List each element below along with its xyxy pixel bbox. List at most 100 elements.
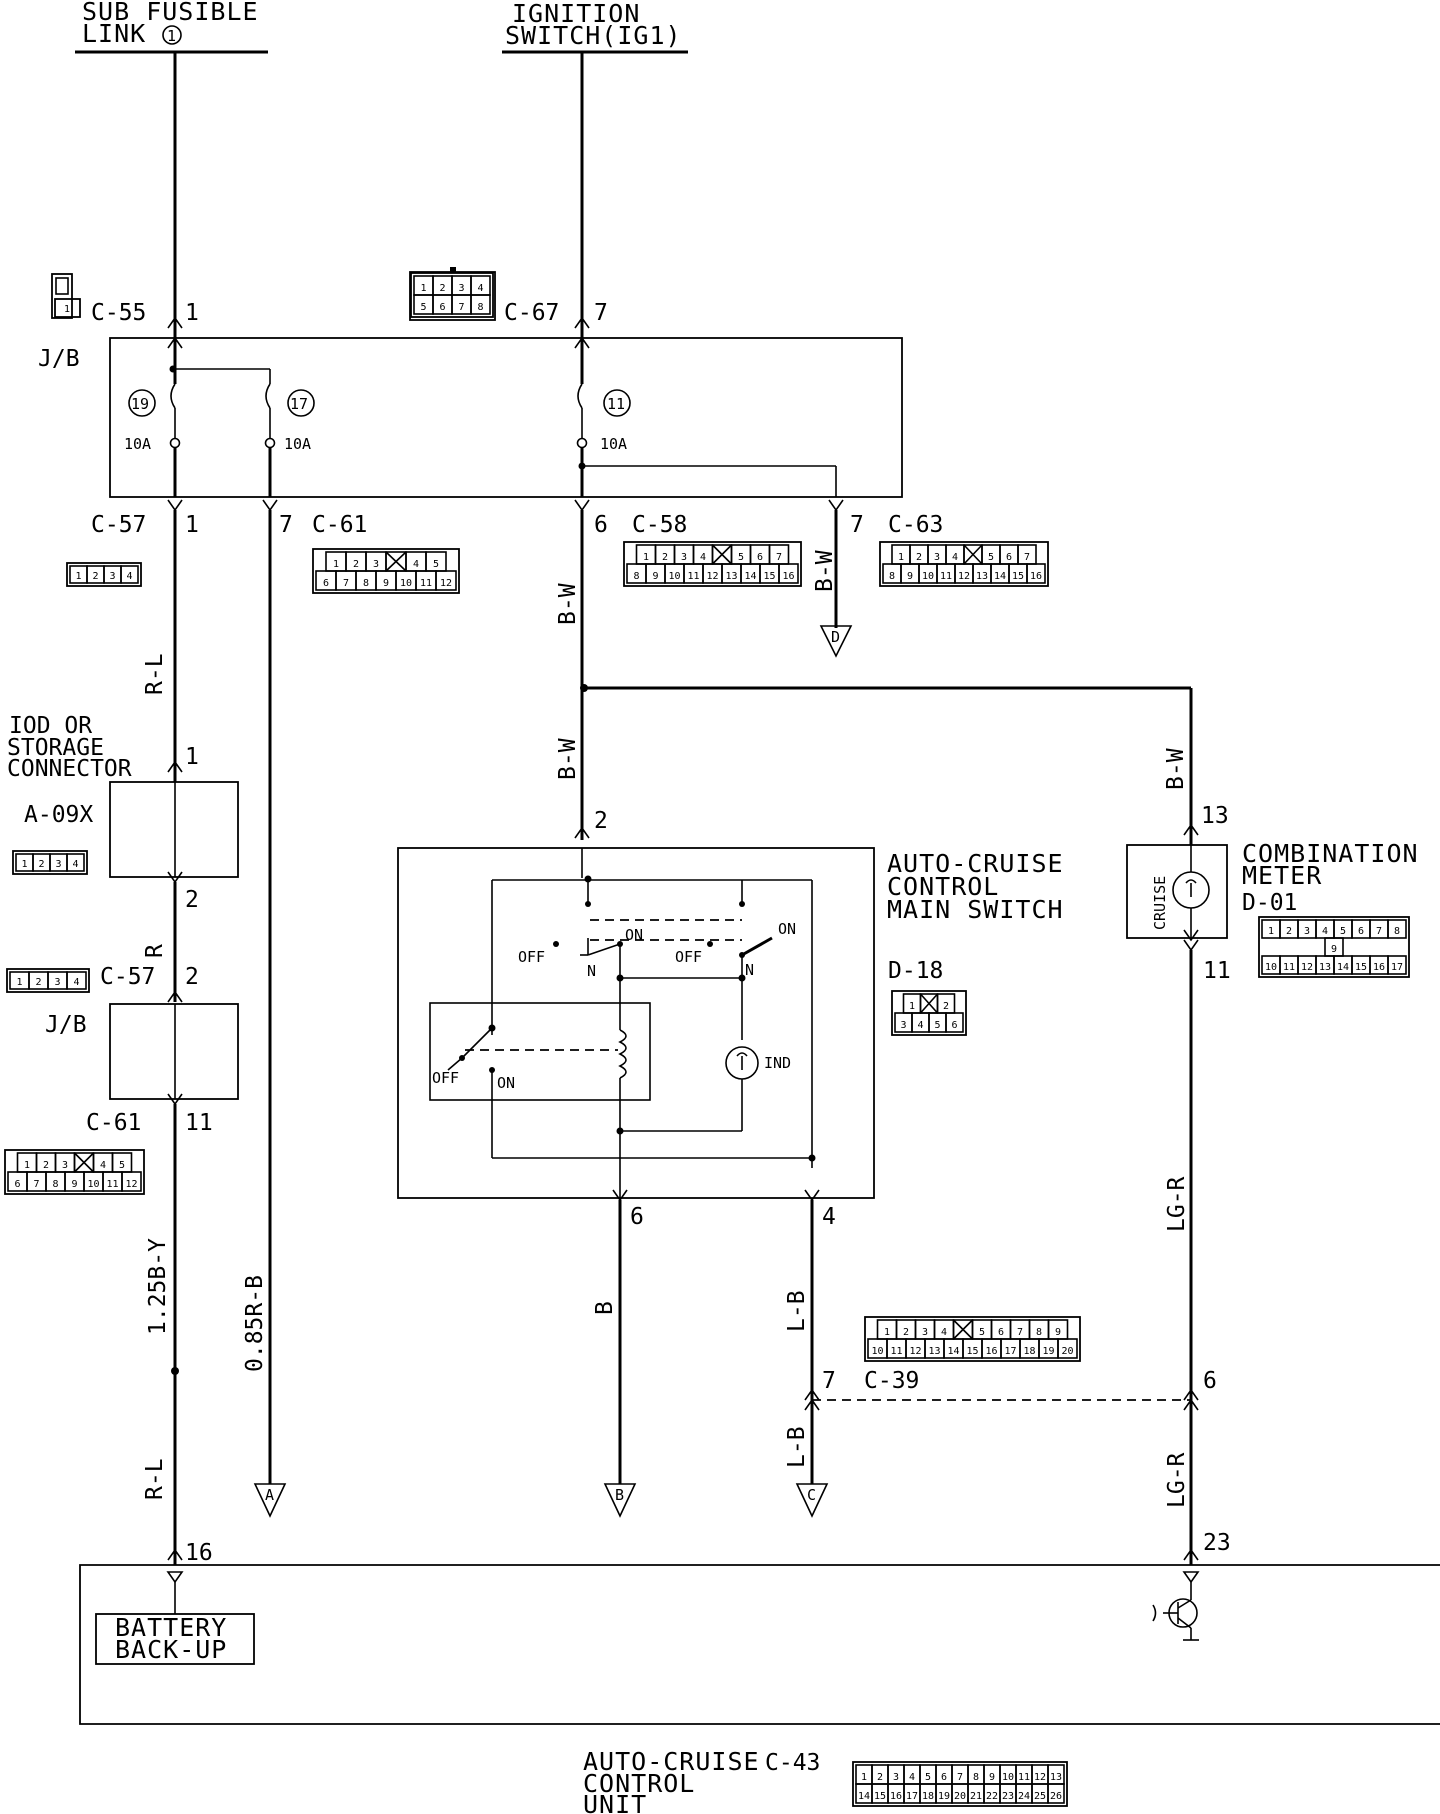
wire-label-l-b-2: L-B (784, 1426, 810, 1468)
pinout-pin-number: 14 (1337, 962, 1349, 973)
pinout-pin-number: 7 (1376, 926, 1382, 937)
iod-storage-connector (109, 781, 239, 878)
pin-2-b: 2 (185, 964, 199, 990)
svg-text:7: 7 (594, 300, 608, 326)
svg-text:BACK-UP: BACK-UP (115, 1635, 227, 1664)
pinout-pin-number: 1 (21, 859, 27, 870)
pinout-pin-number: 22 (986, 1791, 998, 1802)
connector-a09x-label: A-09X (24, 802, 93, 828)
pinout-pin-number: 8 (973, 1772, 979, 1783)
pinout-pin-number: 11 (1283, 962, 1295, 973)
jb-top-arrows (167, 316, 590, 349)
pinout-pin-number: 4 (917, 1020, 923, 1031)
svg-text:CONTROL: CONTROL (583, 1769, 695, 1798)
pinout-cell (1026, 563, 1046, 584)
pin-7-d: 7 (822, 1368, 836, 1394)
cruise-label: CRUISE (1151, 876, 1169, 930)
pinout-cell (66, 971, 87, 990)
wire-label-b-w-1: B-W (555, 583, 581, 625)
wire-label-b-w-3: B-W (1163, 748, 1189, 790)
pinout-pin-number: 2 (903, 1327, 909, 1338)
svg-text:C: C (807, 1486, 816, 1504)
pinout-cell (778, 563, 799, 584)
pinout-cell (1387, 919, 1407, 939)
svg-text:ON: ON (625, 926, 643, 944)
pinout-pin-number: 20 (1061, 1346, 1073, 1357)
fuse-11: 11 10A (600, 389, 631, 453)
pinout-pin-number: 1 (884, 1327, 890, 1338)
pinout-pin-number: 6 (14, 1179, 20, 1190)
pinout-pin-number: 10 (1265, 962, 1277, 973)
connector-c61-label: C-61 (312, 512, 367, 538)
pinout-pin-number: 10 (871, 1346, 883, 1357)
pin-1-c: 1 (185, 744, 199, 770)
pinout-frame (891, 990, 967, 1036)
pin-2-c: 2 (594, 808, 608, 834)
pinout-frame (852, 1761, 1068, 1807)
pinout-pin-number: 11 (940, 571, 952, 582)
pinout-frame (6, 968, 90, 993)
pinout-pin-number: 5 (1340, 926, 1346, 937)
svg-text:LINK: LINK (82, 19, 146, 48)
pinout-pin-number: 15 (1355, 962, 1367, 973)
pinout-pin-number: 2 (92, 571, 98, 582)
wire-label-b: B (592, 1301, 618, 1315)
pinout-pin-number: 7 (343, 578, 349, 589)
pinout-pin-number: 6 (1006, 552, 1012, 563)
pinout-blank-cell (963, 544, 983, 565)
pinout-pin-number: 7 (1024, 552, 1030, 563)
pinout-pin-number: 8 (52, 1179, 58, 1190)
svg-text:OFF: OFF (518, 948, 545, 966)
pinout-pin-number: 4 (126, 571, 132, 582)
pinout-pin-number: 16 (1373, 962, 1385, 973)
pinout-pin-number: 2 (439, 283, 445, 294)
svg-text:1: 1 (167, 27, 176, 45)
pinout-pin-number: 7 (33, 1179, 39, 1190)
pinout-pin-number: 8 (477, 302, 483, 313)
pinout-cell (120, 565, 139, 584)
connector-c63-label: C-63 (888, 512, 943, 538)
sub-fusible-link-label: SUB FUSIBLE LINK 1 (75, 0, 268, 54)
wire-label-1-25b-y: 1.25B-Y (145, 1238, 171, 1335)
acc-switch-label: AUTO-CRUISE CONTROL MAIN SWITCH (887, 849, 1063, 924)
pinout-pin-number: 17 (1004, 1346, 1016, 1357)
svg-text:IOD OR: IOD OR (9, 713, 92, 739)
pinout-pin-number: 1 (75, 571, 81, 582)
pinout-pin-number: 9 (1055, 1327, 1061, 1338)
wire-label-0-85r-b: 0.85R-B (242, 1275, 268, 1372)
pinout-pin-number: 1 (643, 552, 649, 563)
ref-b: B (603, 1483, 637, 1518)
pinout-blank-cell (711, 544, 733, 565)
connector-d18-label: D-18 (888, 958, 943, 984)
pinout-pin-number: 21 (970, 1791, 982, 1802)
transistor-icon (1152, 1582, 1199, 1641)
pinout-pin-number: 6 (757, 552, 763, 563)
pinout-pin-number: 5 (420, 302, 426, 313)
pinout-pin-number: 2 (662, 552, 668, 563)
pinout-cell (1047, 1783, 1065, 1804)
svg-text:17: 17 (290, 395, 308, 413)
pinout-frame (864, 1316, 1081, 1362)
pinout-frame (12, 850, 88, 875)
pinout-pin-number: 2 (1286, 926, 1292, 937)
pinout-pin-number: 13 (725, 571, 737, 582)
pinout-pin-number: 3 (109, 571, 115, 582)
pinout-pin-number: 5 (738, 552, 744, 563)
pinout-pin-number: 2 (38, 859, 44, 870)
pinout-pin-number: 4 (477, 283, 483, 294)
wire-label-r-l-1: R-L (142, 653, 168, 695)
svg-text:N: N (587, 962, 596, 980)
pin-16: 16 (185, 1540, 213, 1566)
pinout-pin-number: 19 (938, 1791, 950, 1802)
pinout-pin-number: 10 (400, 578, 412, 589)
pinout-pin-number: 5 (119, 1160, 125, 1171)
pinout-pin-number: 2 (916, 552, 922, 563)
pinout-pin-number: 14 (744, 571, 756, 582)
connector-c58-label: C-58 (632, 512, 687, 538)
pinout-pin-number: 1 (909, 1001, 915, 1012)
ref-a: A (253, 1483, 287, 1518)
pinout-pin-number: 16 (985, 1346, 997, 1357)
